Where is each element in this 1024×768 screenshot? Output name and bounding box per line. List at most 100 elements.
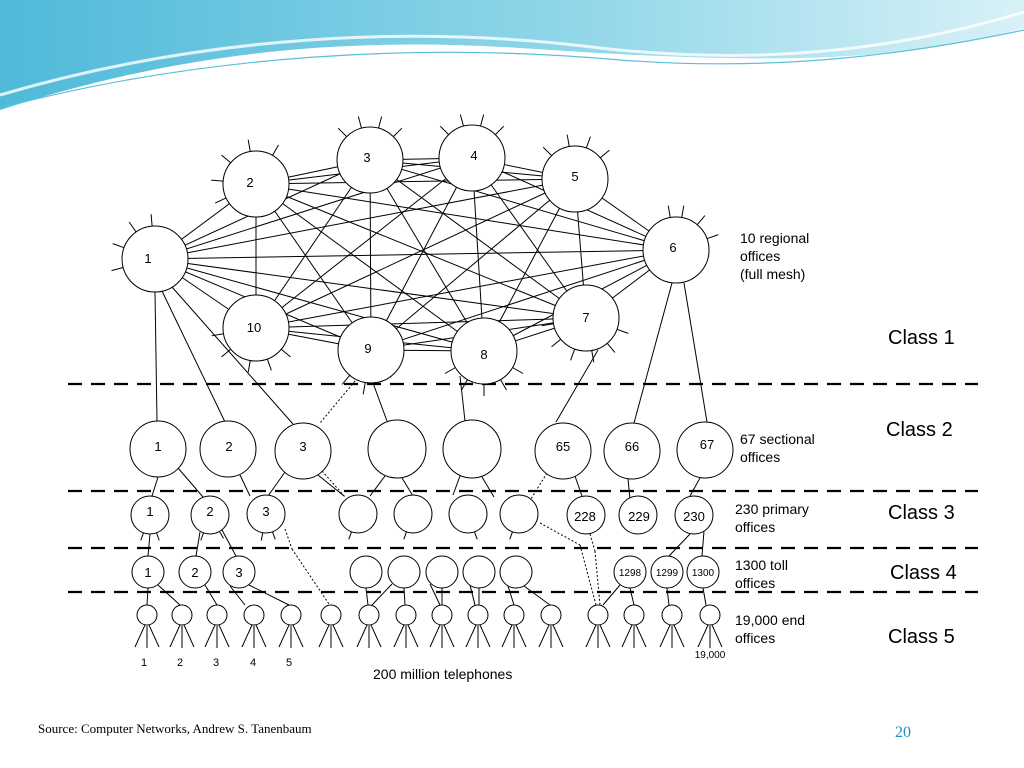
end-office-1 [136,604,158,626]
class-label-1: Class 1 [888,327,955,349]
regional-office-3: 3 [336,126,404,194]
toll-office-9: 1298 [613,555,647,589]
end-office-5 [280,604,302,626]
regional-office-9: 9 [337,316,405,384]
svg-text:1299: 1299 [656,568,679,579]
svg-text:228: 228 [574,509,596,524]
level-description-2: 67 sectional offices [740,431,815,465]
end-office-label: 4 [250,657,256,669]
sectional-office-4 [367,419,427,479]
class-label-5: Class 5 [888,626,955,648]
primary-office-6 [448,494,488,534]
sectional-office-8: 67 [676,421,734,479]
svg-text:230: 230 [683,509,705,524]
end-office-14 [623,604,645,626]
sectional-office-5 [442,419,502,479]
class-label-2: Class 2 [886,419,953,441]
primary-office-3: 3 [246,494,286,534]
end-office-2 [171,604,193,626]
toll-office-2: 2 [178,555,212,589]
end-office-label: 2 [177,657,183,669]
class-label-3: Class 3 [888,502,955,524]
svg-text:2: 2 [225,439,232,454]
svg-text:1: 1 [144,565,151,580]
toll-office-7 [462,555,496,589]
primary-office-9: 229 [618,495,658,535]
end-office-7 [358,604,380,626]
primary-office-8: 228 [566,495,606,535]
primary-office-7 [499,494,539,534]
sectional-office-6: 65 [534,422,592,480]
toll-office-6 [425,555,459,589]
sectional-office-1: 1 [129,420,187,478]
regional-office-2: 2 [222,150,290,218]
class-label-4: Class 4 [890,562,957,584]
end-office-label: 5 [286,657,292,669]
source-citation: Source: Computer Networks, Andrew S. Tan… [38,721,312,736]
svg-text:66: 66 [625,439,639,454]
end-office-9 [431,604,453,626]
level-description-3: 230 primary offices [735,501,809,535]
end-office-15 [661,604,683,626]
end-office-16 [699,604,721,626]
svg-text:67: 67 [700,437,714,452]
end-office-11 [503,604,525,626]
primary-office-2: 2 [190,495,230,535]
primary-office-4 [338,494,378,534]
sectional-office-2: 2 [199,420,257,478]
toll-office-1: 1 [131,555,165,589]
telephones-caption: 200 million telephones [373,666,513,682]
end-office-12 [540,604,562,626]
svg-text:3: 3 [363,150,370,165]
regional-office-6: 6 [642,216,710,284]
svg-text:8: 8 [480,347,487,362]
svg-text:6: 6 [669,240,676,255]
svg-text:5: 5 [571,169,578,184]
svg-text:7: 7 [582,310,589,325]
svg-text:1300: 1300 [692,568,715,579]
toll-office-11: 1300 [686,555,720,589]
end-office-label: 3 [213,657,219,669]
level-description-1: 10 regional offices (full mesh) [740,230,810,282]
regional-office-1: 1 [121,225,189,293]
svg-text:65: 65 [556,439,570,454]
end-office-13 [587,604,609,626]
svg-text:4: 4 [470,148,477,163]
regional-office-10: 10 [222,294,290,362]
svg-text:2: 2 [246,175,253,190]
end-office-6 [320,604,342,626]
toll-office-5 [387,555,421,589]
regional-office-7: 7 [552,284,620,352]
page-number: 20 [895,724,911,741]
svg-text:2: 2 [206,504,213,519]
end-office-4 [243,604,265,626]
svg-text:9: 9 [364,341,371,356]
toll-office-8 [499,555,533,589]
toll-office-10: 1299 [650,555,684,589]
svg-text:3: 3 [262,504,269,519]
svg-text:2: 2 [191,565,198,580]
end-office-label: 19,000 [695,650,726,661]
end-office-label: 1 [141,657,147,669]
svg-text:3: 3 [299,439,306,454]
svg-text:10: 10 [247,320,261,335]
sectional-office-3: 3 [274,422,332,480]
primary-office-10: 230 [674,495,714,535]
regional-office-8: 8 [450,317,518,385]
svg-text:229: 229 [628,509,650,524]
svg-text:1: 1 [146,504,153,519]
level-description-5: 19,000 end offices [735,612,806,646]
toll-office-4 [349,555,383,589]
svg-text:1: 1 [154,439,161,454]
svg-text:3: 3 [235,565,242,580]
end-office-8 [395,604,417,626]
level-description-4: 1300 toll offices [735,557,788,591]
end-office-10 [467,604,489,626]
header-wave-decoration [0,0,1024,110]
svg-text:1298: 1298 [619,568,642,579]
primary-office-5 [393,494,433,534]
regional-office-5: 5 [541,145,609,213]
end-office-3 [206,604,228,626]
